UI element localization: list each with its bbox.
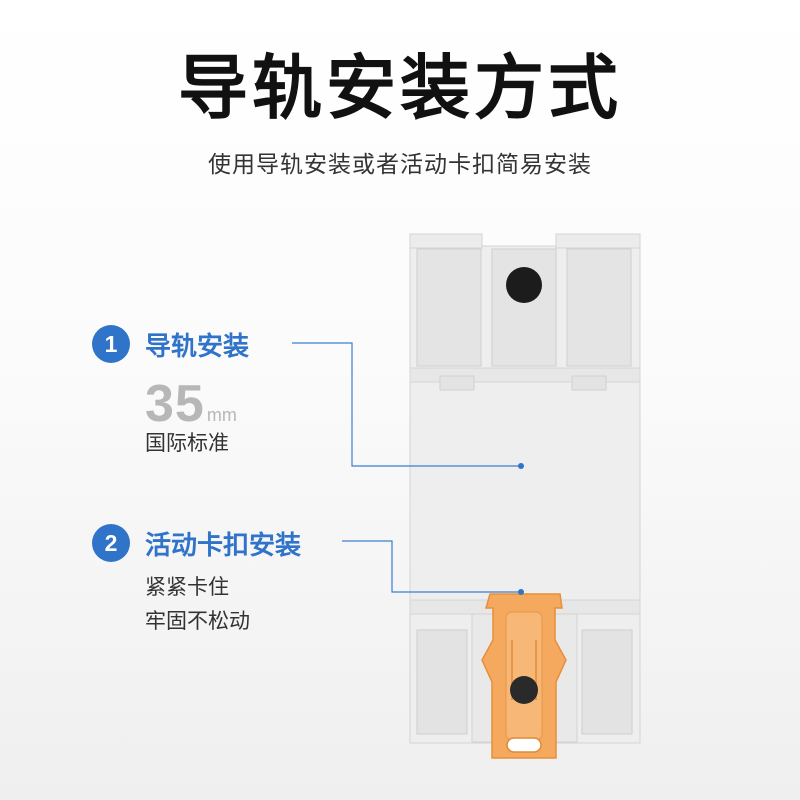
rail-spec-value: 35 <box>145 375 205 433</box>
feature-2-badge: 2 <box>92 524 130 562</box>
feature-1-desc-line: 国际标准 <box>145 431 229 455</box>
rail-hook-right <box>571 375 607 391</box>
feature-2-desc: 紧紧卡住 牢固不松动 <box>145 570 250 638</box>
top-slot-left <box>416 248 482 367</box>
top-slot-right <box>566 248 632 367</box>
feature-2-desc-line: 牢固不松动 <box>145 609 250 633</box>
callout-line-clip <box>342 540 521 593</box>
top-screw-hole <box>506 267 542 303</box>
bottom-slot-left <box>416 629 468 735</box>
feature-1-badge: 1 <box>92 325 130 363</box>
top-slot-middle <box>491 248 557 367</box>
feature-2-title: 活动卡扣安装 <box>145 531 302 561</box>
callout-dot-clip <box>518 589 524 595</box>
rail-spec-unit: mm <box>206 405 237 425</box>
top-tab-left <box>409 233 483 249</box>
page-title: 导轨安装方式 <box>178 47 622 129</box>
mounting-clip <box>481 593 567 759</box>
rail-hook-left <box>439 375 475 391</box>
callout-line-rail <box>292 342 521 467</box>
feature-2-desc-line: 紧紧卡住 <box>145 575 229 599</box>
feature-1-title: 导轨安装 <box>145 332 250 362</box>
page-subtitle: 使用导轨安装或者活动卡扣简易安装 <box>208 152 592 178</box>
callout-dot-rail <box>518 463 524 469</box>
bottom-slot-right <box>581 629 633 735</box>
top-tab-right <box>555 233 641 249</box>
feature-1-desc: 国际标准 <box>145 426 229 460</box>
